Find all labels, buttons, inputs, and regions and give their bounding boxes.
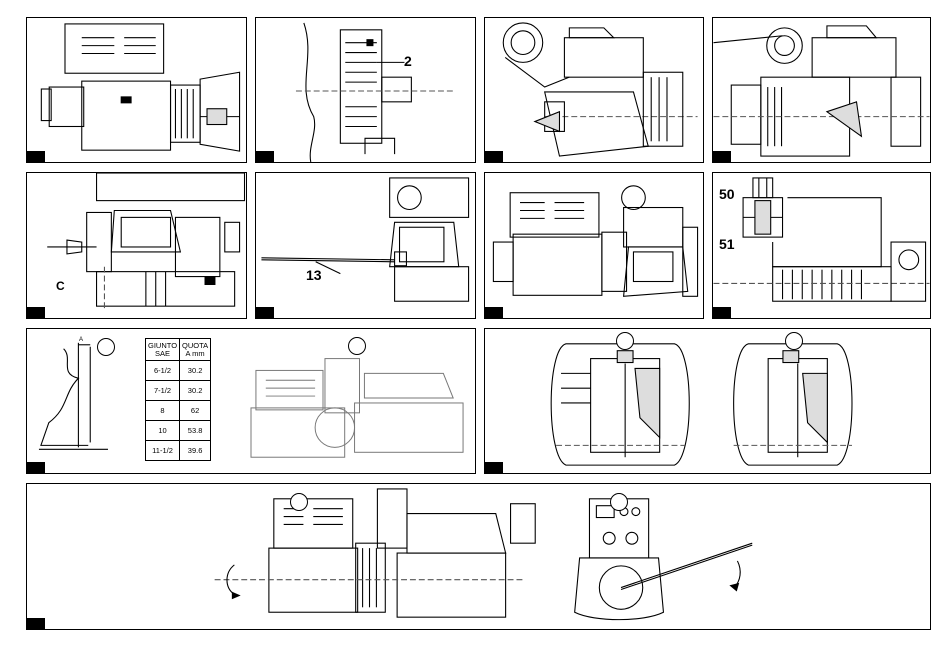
step-tab <box>485 307 503 318</box>
panel-step-1 <box>26 17 247 163</box>
panel-step-10-side-sections <box>484 328 931 474</box>
panel-step-3 <box>484 17 704 163</box>
panel-step-2: 2 <box>255 17 476 163</box>
panel-step-11-final-assembly <box>26 483 931 630</box>
generator-endplate-drawing <box>256 18 475 162</box>
callout-13: 13 <box>306 268 322 282</box>
reference-circle <box>290 493 308 511</box>
step-tab <box>256 307 274 318</box>
callout-50: 50 <box>719 187 735 201</box>
reference-circle <box>616 332 634 350</box>
flywheel-section-drawing <box>713 173 930 318</box>
step-tab <box>485 151 503 162</box>
engine-with-housing-drawing <box>485 18 703 162</box>
engine-crankcase-cover-drawing <box>27 173 246 318</box>
panel-step-7 <box>484 172 704 319</box>
step-tab <box>27 151 45 162</box>
housing-section-drawings <box>485 329 930 473</box>
generator-side-view-drawing <box>27 18 246 162</box>
panel-step-6: 13 <box>255 172 476 319</box>
step-tab <box>27 462 45 473</box>
callout-2: 2 <box>404 54 412 68</box>
step-tab <box>713 307 731 318</box>
callout-51: 51 <box>719 237 735 251</box>
engine-alternator-assembly-drawing <box>713 18 930 162</box>
reference-circle <box>348 337 366 355</box>
step-tab <box>27 307 45 318</box>
reference-circle <box>610 493 628 511</box>
generator-engine-faded-drawing <box>27 329 475 473</box>
generator-engine-assembly-drawing <box>485 173 703 318</box>
step-tab <box>485 462 503 473</box>
panel-step-8: 50 51 <box>712 172 931 319</box>
panel-step-4 <box>712 17 931 163</box>
step-tab <box>256 151 274 162</box>
reference-circle <box>785 332 803 350</box>
step-tab <box>27 618 45 629</box>
engine-with-rod-drawing <box>256 173 475 318</box>
step-tab <box>713 151 731 162</box>
panel-step-5: C <box>26 172 247 319</box>
final-assembly-drawing <box>27 484 930 629</box>
callout-c: C <box>56 280 65 292</box>
